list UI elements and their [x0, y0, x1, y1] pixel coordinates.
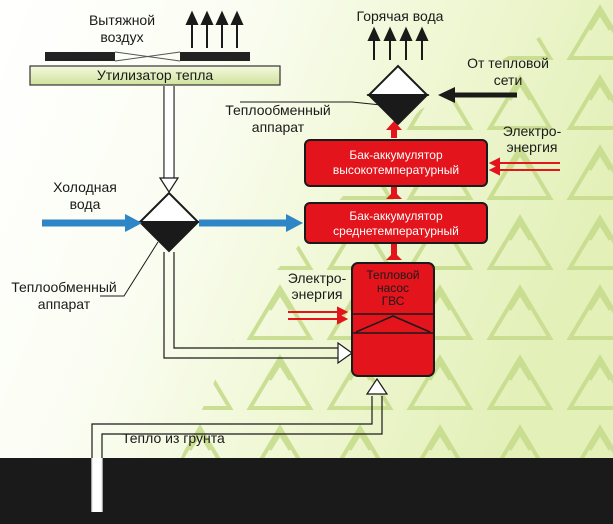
from-heat-net-label-1: От тепловой — [467, 55, 549, 71]
ground-heat-label: Тепло из грунта — [122, 430, 225, 446]
electricity-right-arrows-icon — [488, 157, 560, 176]
electricity-left-label-2: энергия — [292, 286, 343, 302]
exhaust-vent-right — [180, 52, 250, 61]
heat-pump-symbol-icon — [352, 313, 434, 334]
top-exchanger-leader — [240, 101, 382, 106]
tank-flow-arrows-icon — [386, 121, 402, 260]
exhaust-vent-cross — [114, 51, 181, 62]
exhaust-arrows-icon — [185, 10, 244, 48]
heat-exchanger-top-label-2: аппарат — [252, 119, 305, 135]
electricity-left-label-1: Электро- — [288, 270, 347, 286]
heat-recovery-unit — [29, 65, 281, 86]
electricity-right-label-1: Электро- — [503, 123, 562, 139]
tank-high-temp — [304, 139, 488, 187]
tank-high-label-1: Бак-аккумулятор — [349, 148, 443, 162]
tank-mid-label-2: среднетемпературный — [333, 224, 459, 238]
from-heat-net-label-2: сети — [494, 72, 523, 88]
heat-exchanger-top-label-1: Теплообменный — [225, 102, 331, 118]
cold-water-arrowhead-icon — [125, 214, 142, 232]
heat-recovery-label: Утилизатор тепла — [97, 67, 214, 83]
recovery-pipe-arrowhead — [158, 177, 180, 194]
top-heat-exchanger — [366, 64, 430, 126]
ground-heat-arrowhead — [365, 377, 389, 395]
hot-water-arrows-icon — [367, 26, 429, 60]
exchanger-to-pump-pipe — [163, 252, 342, 359]
hot-water-label: Горячая вода — [357, 8, 444, 24]
exhaust-air-label-1: Вытяжной — [89, 12, 155, 28]
recovery-pipe — [163, 86, 175, 180]
tank-mid-temp — [304, 202, 488, 244]
heat-pump-label-3: ГВС — [382, 294, 405, 308]
exhaust-air-label-2: воздух — [100, 29, 143, 45]
heat-exchanger-left-label-1: Теплообменный — [11, 279, 117, 295]
left-heat-exchanger — [137, 191, 201, 253]
exhaust-vent-left — [45, 52, 115, 61]
left-exchanger-leader — [100, 241, 159, 297]
heat-pump-label-1: Тепловой — [366, 268, 419, 282]
exchanger-to-pump-arrowhead — [337, 341, 354, 365]
electricity-left-arrows-icon — [288, 306, 349, 325]
tank-high-label-2: высокотемпературный — [333, 163, 459, 177]
cold-water-label-1: Холодная — [53, 179, 117, 195]
heat-network-arrowhead-icon — [438, 87, 455, 103]
electricity-right-label-2: энергия — [507, 139, 558, 155]
cold-water-label-2: вода — [70, 196, 101, 212]
water-to-tank-arrowhead-icon — [286, 214, 303, 232]
heat-pump-label-2: насос — [377, 281, 409, 295]
heat-exchanger-left-label-2: аппарат — [38, 296, 91, 312]
tank-mid-label-1: Бак-аккумулятор — [349, 209, 443, 223]
heat-pump — [351, 262, 435, 377]
